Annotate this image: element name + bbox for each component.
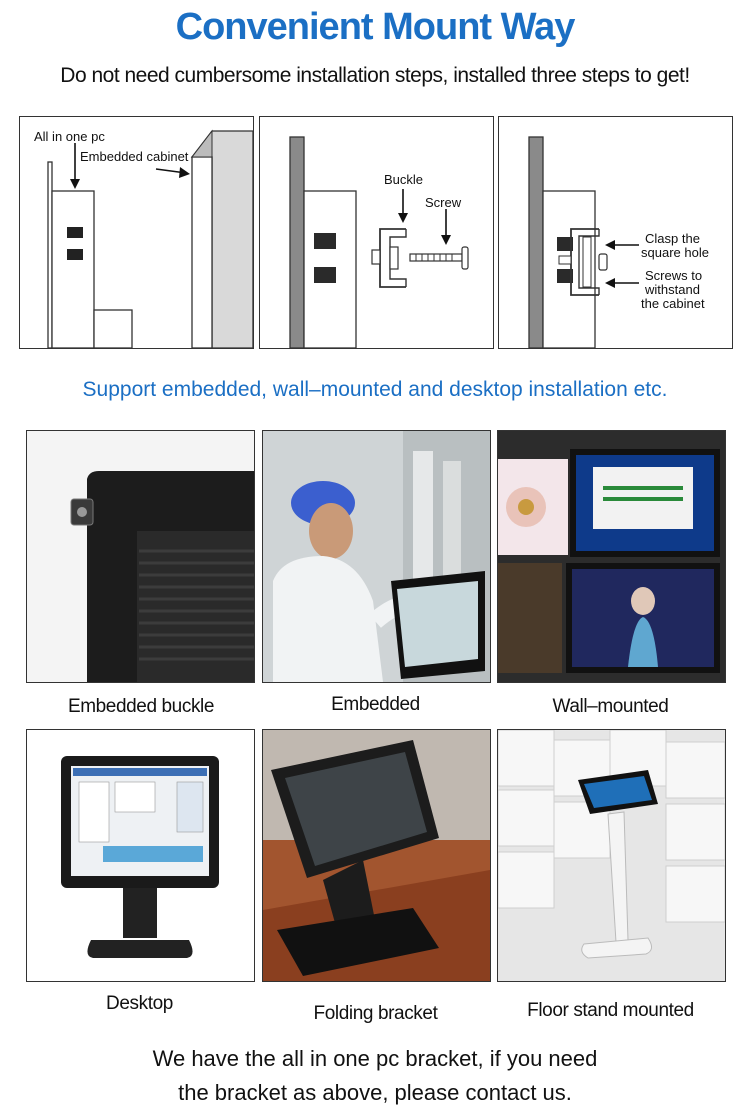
embedded-image: [263, 431, 490, 682]
label-screws-3: the cabinet: [641, 296, 705, 311]
desktop-image: [27, 730, 254, 981]
photo-embedded: [262, 430, 491, 683]
floor-stand-image: [498, 730, 725, 981]
embedded-buckle-image: [27, 431, 254, 682]
step-3-diagram: Clasp the square hole Screws to withstan…: [498, 116, 733, 349]
caption-wall-mounted: Wall–mounted: [552, 696, 669, 717]
caption-desktop: Desktop: [106, 993, 173, 1014]
footer-line-2: the bracket as above, please contact us.: [178, 1080, 572, 1105]
step-2-diagram: Buckle Screw: [259, 116, 494, 349]
support-text: Support embedded, wall–mounted and deskt…: [82, 378, 668, 401]
label-screws-2: withstand: [644, 282, 700, 297]
caption-folding-bracket: Folding bracket: [313, 1003, 438, 1024]
folding-bracket-image: [263, 730, 490, 981]
page-title: Convenient Mount Way: [175, 6, 576, 48]
photo-floor-stand: [497, 729, 726, 982]
label-embedded-cabinet: Embedded cabinet: [80, 149, 189, 164]
photo-folding-bracket: [262, 729, 491, 982]
caption-floor-stand: Floor stand mounted: [527, 1000, 694, 1021]
photo-desktop: [26, 729, 255, 982]
step-1-diagram: All in one pc Embedded cabinet: [19, 116, 254, 349]
footer-line-1: We have the all in one pc bracket, if yo…: [152, 1046, 598, 1071]
wall-mounted-image: [498, 431, 725, 682]
label-screws-1: Screws to: [645, 268, 702, 283]
step-2-illustration: Buckle Screw: [289, 136, 469, 348]
photo-embedded-buckle: [26, 430, 255, 683]
page-subtitle: Do not need cumbersome installation step…: [60, 64, 690, 87]
label-clasp-1: Clasp the: [645, 231, 700, 246]
caption-embedded-buckle: Embedded buckle: [67, 696, 215, 717]
label-all-in-one-pc: All in one pc: [34, 129, 105, 144]
label-buckle: Buckle: [384, 172, 423, 187]
step-3-illustration: Clasp the square hole Screws to withstan…: [528, 136, 709, 348]
label-clasp-2: square hole: [641, 245, 709, 260]
photo-wall-mounted: [497, 430, 726, 683]
step-1-illustration: All in one pc Embedded cabinet: [34, 129, 253, 348]
caption-embedded: Embedded: [331, 694, 420, 715]
label-screw: Screw: [425, 195, 462, 210]
